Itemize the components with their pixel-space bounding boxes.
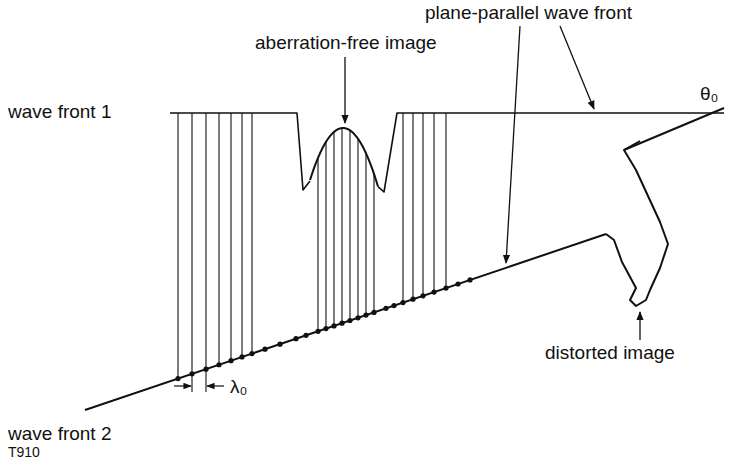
ray-line [333,132,334,326]
ray-line [357,139,358,318]
wavelength-symbol: λ₀ [230,377,247,398]
ray-line [218,113,219,365]
wave-dot [355,315,360,320]
wave-dot [455,281,460,286]
wave-dot [228,358,233,363]
image-label: distorted image [545,343,675,364]
wavelength-arrow [174,385,191,386]
wave-dot [262,347,267,352]
wave-dot [347,318,352,323]
ray-line [433,113,434,292]
ray-line [365,153,366,315]
wave-dot [410,297,415,302]
label-holder: θ₀ [700,84,718,105]
wavelength-tick [191,376,192,392]
ray-line [251,113,252,354]
ray-line [191,113,192,374]
wave-dot [239,354,244,359]
ray-line [341,128,342,323]
wave-front-label: wave front 2 [8,424,112,445]
wave-dot [203,367,208,372]
wave-dot [400,300,405,305]
leader-arrow [639,312,640,340]
ray-line [177,113,178,379]
wavelength-arrow [207,385,224,386]
leader-arrow [344,57,345,123]
wave-dot [216,362,221,367]
wave-front-line [85,234,606,410]
wave-dot [391,303,396,308]
wave-front-line [624,108,724,150]
ray-line [349,130,350,320]
leader-arrow [506,26,520,263]
label-holder: wave front 2 [8,424,112,445]
wave-front-line [170,113,310,190]
wave-dot [189,371,194,376]
ray-line [241,113,242,357]
ray-line [373,174,374,312]
label-holder: wave front 1 [8,102,112,123]
label-holder: plane-parallel wave front [425,3,632,24]
label-holder: λ₀ [230,377,247,398]
ray-line [412,113,413,299]
wave-front-label: wave front 1 [8,102,112,123]
angle-symbol: θ₀ [700,84,718,105]
wave-dot [249,351,254,356]
ray-line [230,113,231,361]
label-holder: distorted image [545,343,675,364]
wave-dot [420,293,425,298]
wave-dot [303,333,308,338]
label-holder: aberration-free image [255,33,437,54]
wave-dot [323,326,328,331]
wave-dot [175,376,180,381]
label-holder: T910 [8,445,40,460]
wave-front-line [378,113,724,192]
ray-line [422,113,423,296]
ray-line [402,113,403,303]
wave-dot [467,277,472,282]
wave-dot [331,323,336,328]
wave-front-label: plane-parallel wave front [425,3,632,24]
wave-dot [277,342,282,347]
wave-dot [371,310,376,315]
image-arc [310,128,378,187]
wavelength-tick [205,371,206,392]
wave-dot [443,285,448,290]
wave-dot [339,321,344,326]
wave-dot [315,329,320,334]
ray-line [445,113,446,288]
wave-dot [431,290,436,295]
figure-code: T910 [8,445,40,460]
wave-dot [293,336,298,341]
image-label: aberration-free image [255,33,437,54]
leader-arrow [560,26,594,109]
ray-line [317,158,318,331]
wave-dot [383,306,388,311]
ray-line [325,142,326,329]
distorted-wave-front [606,141,668,306]
wave-dot [363,312,368,317]
ray-line [205,113,206,369]
